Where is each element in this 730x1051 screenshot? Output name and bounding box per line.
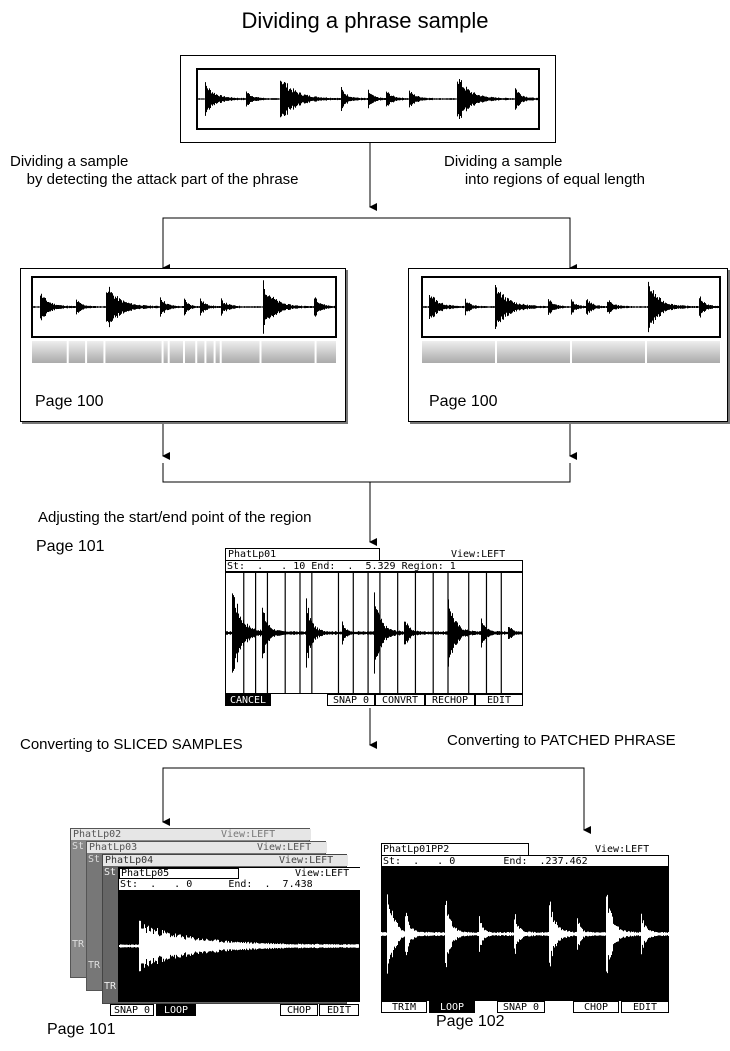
split-bracket-top <box>163 218 570 265</box>
right-method-label: Dividing a sample into regions of equal … <box>444 153 645 189</box>
sliced-chop-button[interactable]: CHOP <box>280 1004 318 1016</box>
page-title: Dividing a phrase sample <box>0 8 730 34</box>
sliced-front-status: St: . . 0 End: . 7.438 <box>120 879 313 890</box>
sliced-front-name: PhatLp05 <box>121 868 169 879</box>
sliced-front-screen: PhatLp05 View:LEFT St: . . 0 End: . 7.43… <box>118 867 360 1002</box>
lcd-view: View:LEFT <box>451 549 505 560</box>
waveform-graphic <box>198 70 538 128</box>
left-page-ref: Page 100 <box>35 393 104 411</box>
sliced-edit-button[interactable]: EDIT <box>319 1004 359 1016</box>
equal-split-regions <box>421 341 721 365</box>
equal-split-panel: Page 100 <box>408 268 728 422</box>
sliced-page-ref: Page 101 <box>47 1021 116 1039</box>
split-bracket-bottom <box>163 768 584 828</box>
patched-status: St: . . 0 End: .237.462 <box>383 856 588 867</box>
attack-split-regions <box>31 341 337 365</box>
cancel-button[interactable]: CANCEL <box>225 694 271 706</box>
adjust-label: Adjusting the start/end point of the reg… <box>38 509 312 527</box>
convert-button[interactable]: CONVRT <box>375 694 425 706</box>
rechop-button[interactable]: RECHOP <box>425 694 475 706</box>
patched-edit-button[interactable]: EDIT <box>621 1001 669 1013</box>
sliced-label: Converting to SLICED SAMPLES <box>20 736 243 754</box>
lcd-waveform-area <box>225 572 523 694</box>
patched-chop-button[interactable]: CHOP <box>573 1001 619 1013</box>
patched-view: View:LEFT <box>595 844 649 855</box>
left-method-label: Dividing a sample by detecting the attac… <box>10 153 299 189</box>
source-sample-frame <box>180 55 556 143</box>
sliced-snap-button[interactable]: SNAP 0 <box>110 1004 154 1016</box>
patched-loop-button[interactable]: LOOP <box>429 1001 475 1013</box>
lcd-status: St: . . 10 End: . 5.329 Region: 1 <box>227 561 456 572</box>
region-edit-lcd: PhatLp01 View:LEFT St: . . 10 End: . 5.3… <box>225 548 523 708</box>
equal-split-waveform <box>421 276 721 338</box>
attack-split-panel: Page 100 <box>20 268 346 422</box>
attack-split-waveform <box>31 276 337 338</box>
patched-label: Converting to PATCHED PHRASE <box>447 732 676 750</box>
patched-snap-button[interactable]: SNAP 0 <box>497 1001 545 1013</box>
patched-trim-button[interactable]: TRIM <box>381 1001 427 1013</box>
patched-name: PhatLp01PP2 <box>383 844 449 855</box>
sliced-samples-stack: PhatLp02 View:LEFT St TR PhatLp03 View:L… <box>70 828 360 1016</box>
snap-button[interactable]: SNAP 0 <box>327 694 375 706</box>
merge-bracket <box>163 463 570 482</box>
patched-waveform-area <box>381 867 669 1001</box>
patched-phrase-lcd: PhatLp01PP2 View:LEFT St: . . 0 End: .23… <box>381 843 669 1015</box>
patched-page-ref: Page 102 <box>436 1013 505 1031</box>
adjust-page-ref: Page 101 <box>36 538 105 556</box>
sliced-loop-button[interactable]: LOOP <box>156 1004 196 1016</box>
edit-button[interactable]: EDIT <box>475 694 523 706</box>
source-waveform <box>196 68 540 130</box>
lcd-name-tab: PhatLp01 <box>225 548 380 560</box>
right-page-ref: Page 100 <box>429 393 498 411</box>
